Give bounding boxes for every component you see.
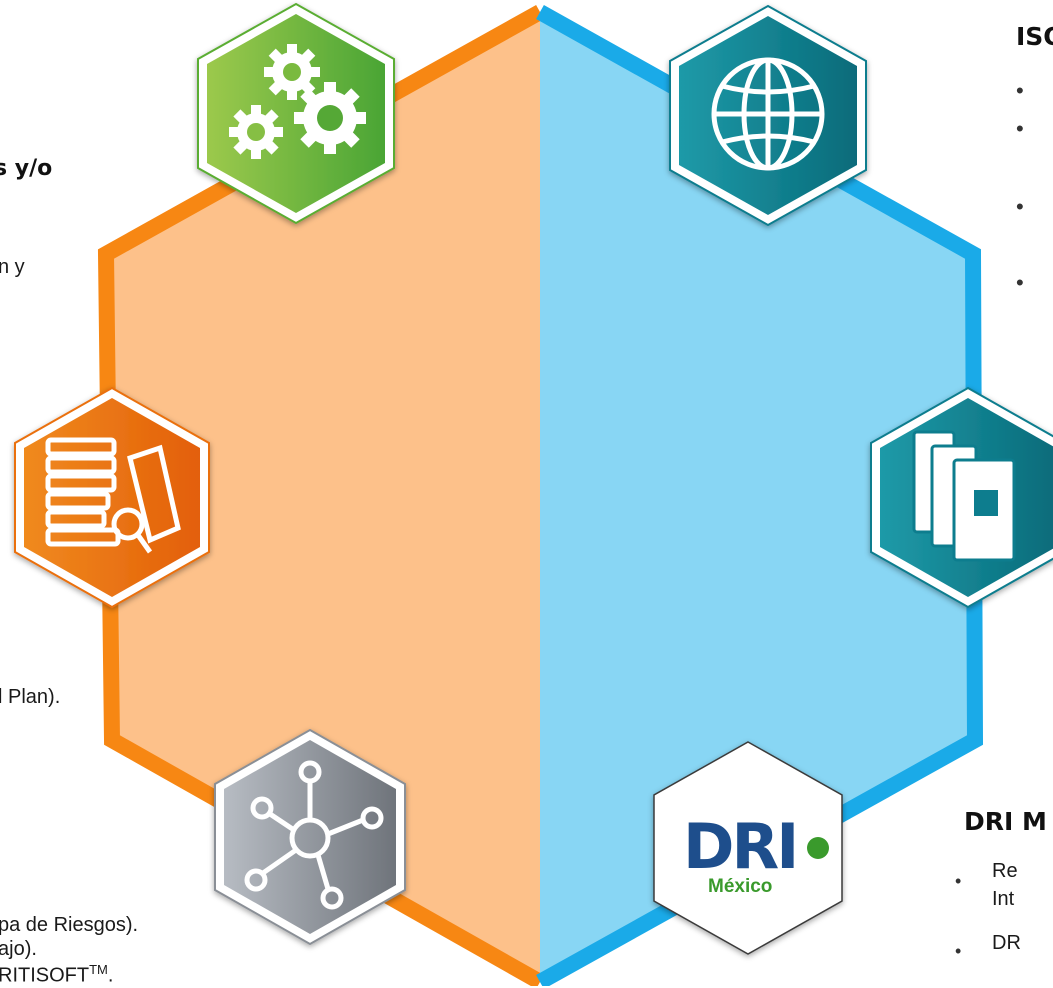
network-hub-badge [214,728,406,946]
dri-heading: DRI M [964,807,1047,836]
network-hub-icon [244,760,384,910]
critisoft-text: RITISOFT [0,964,90,987]
left-list-line-1: pa de Riesgos). [0,914,139,936]
globe-icon [711,57,825,171]
gears-icon [229,44,366,159]
dri-logo-country: México [708,876,773,897]
iso-bullet-4: • [1016,270,1024,295]
dri-item-1-line-2: Int [992,888,1015,910]
iso-bullet-2: • [1016,116,1024,141]
left-plan-fragment: l Plan). [0,686,61,708]
dri-bullet-1: • [955,871,962,891]
left-list-line-3: RITISOFTTM. [0,962,113,988]
iso-bullet-3: • [1016,194,1024,219]
dri-item-1-line-1: Re [992,860,1018,882]
dri-logo-text: DRI [683,810,799,883]
left-line-fragment: n y [0,256,25,278]
documents-search-icon [45,437,181,554]
books-icon [912,430,1016,562]
critisoft-period: . [107,964,114,987]
dri-mexico-logo [676,837,829,859]
dri-badge [653,741,843,955]
left-list-line-2: ajo). [0,938,37,960]
iso-bullet-1: • [1016,78,1024,103]
dri-bullet-2: • [955,941,962,961]
trademark-mark: TM [89,962,108,977]
left-heading-fragment: s y/o [0,156,53,181]
dri-item-2: DR [992,932,1021,954]
iso-heading: ISO [1016,22,1053,51]
